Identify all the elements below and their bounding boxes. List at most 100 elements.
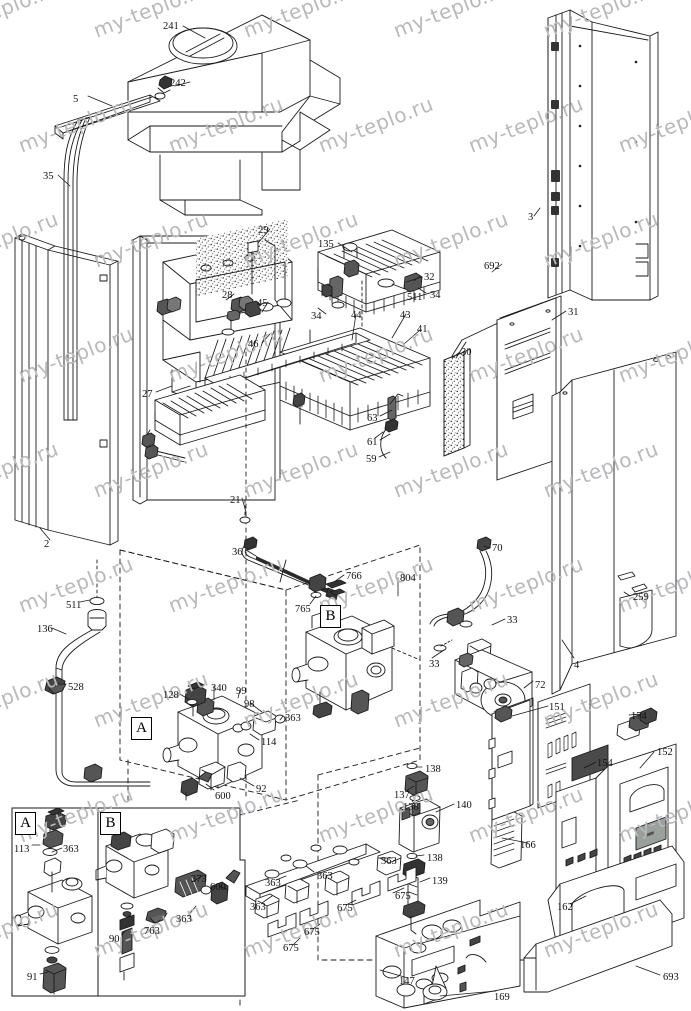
part-number-label: 363 [265,878,281,889]
part-number-label: 675 [337,903,353,914]
base-plate-147 [375,899,521,1009]
part-number-label: 99 [236,686,247,697]
part-number-label: 528 [68,682,84,693]
insulation-panel-30 [443,321,501,457]
part-number-label: 675 [395,891,411,902]
rear-frame-3 [547,9,659,301]
detail-callout-tag: A [131,717,152,740]
valve-assembly-a [162,681,286,801]
part-number-label: 21 [230,495,241,506]
part-number-label: 28 [222,290,233,301]
part-number-label: 34 [311,311,322,322]
part-number-label: 138 [403,802,419,813]
pipe-136 [44,559,151,787]
part-number-label: 152 [657,747,673,758]
burner-injector-45-46 [221,295,292,336]
front-casing-4 [551,351,677,695]
detail-callout-tag: B [100,812,121,835]
part-number-label: 169 [494,992,510,1003]
detail-callout-tag: A [15,812,36,835]
part-number-label: 259 [633,592,649,603]
part-number-label: 72 [535,680,546,691]
part-number-label: 373 [191,874,207,885]
part-number-label: 363 [176,914,192,925]
part-number-label: 363 [381,856,397,867]
part-number-label: 29 [258,225,269,236]
part-number-label: 63 [367,413,378,424]
part-number-label: 340 [211,683,227,694]
part-number-label: 675 [283,943,299,954]
part-number-label: 763 [144,926,160,937]
part-number-label: 30 [461,347,472,358]
front-inner-panel-31 [496,295,562,481]
part-number-label: 140 [456,800,472,811]
connector-765-766 [308,573,347,599]
detail-callout-tag: B [320,605,341,628]
part-number-label: 765 [295,604,311,615]
combustion-chamber [156,218,311,401]
part-number-label: 36 [232,547,243,558]
part-number-label: 113 [14,844,30,855]
part-number-label: 154 [597,758,613,769]
part-number-label: 33 [429,659,440,670]
part-number-label: 27 [142,389,153,400]
burner-rail-43-44 [141,332,371,463]
part-number-label: 5 [73,94,79,105]
part-number-label: 59 [366,454,377,465]
part-number-label: 166 [520,840,536,851]
part-number-label: 600 [215,791,231,802]
part-number-label: 41 [417,324,428,335]
part-number-label: 3 [528,212,534,223]
control-board-assembly [488,683,677,921]
part-number-label: 138 [427,853,443,864]
part-number-label: 35 [43,171,54,182]
part-number-label: 511 [407,292,423,303]
part-number-label: 162 [557,902,573,913]
part-number-label: 600 [210,882,226,893]
side-panel-2 [14,233,119,546]
pipe-35 [63,116,91,421]
part-number-label: 31 [568,307,579,318]
detail-box-a [11,807,99,997]
part-number-label: 675 [304,927,320,938]
part-number-label: 114 [261,737,277,748]
part-number-label: 33 [507,615,518,626]
part-number-label: 693 [663,972,679,983]
part-number-label: 363 [285,713,301,724]
part-number-label: 766 [346,571,362,582]
part-number-label: 43 [400,310,411,321]
part-number-label: 70 [492,543,503,554]
part-number-label: 151 [549,702,565,713]
part-number-label: 90 [109,934,120,945]
part-number-label: 4 [574,660,580,671]
part-number-label: 511 [66,600,82,611]
part-number-label: 174 [631,711,647,722]
part-number-label: 242 [170,78,186,89]
part-number-label: 363 [63,844,79,855]
part-number-label: 128 [163,690,179,701]
part-number-label: 136 [37,624,53,635]
part-number-label: 98 [244,699,255,710]
part-number-label: 241 [163,21,179,32]
part-number-label: 91 [27,972,38,983]
part-number-label: 138 [425,764,441,775]
part-number-label: 363 [250,902,266,913]
flue-hood-assembly [54,14,341,216]
part-number-label: 92 [256,784,267,795]
part-number-label: 135 [318,239,334,250]
part-number-label: 692 [484,261,500,272]
part-number-label: 46 [248,339,259,350]
part-number-label: 34 [430,290,441,301]
part-number-label: 45 [257,298,268,309]
part-number-label: 44 [351,310,362,321]
part-number-label: 147 [399,976,415,987]
electrode-harness-59-61-63 [245,343,404,801]
fittings-group-363-675 [245,843,417,938]
bottom-cover-693 [523,899,673,993]
part-number-label: 137 [394,790,410,801]
part-number-label: 363 [317,871,333,882]
part-number-label: 804 [400,573,416,584]
